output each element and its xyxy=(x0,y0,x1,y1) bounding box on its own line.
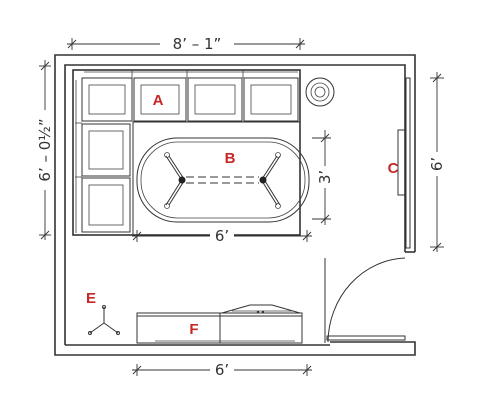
label-cabinet: F xyxy=(189,321,198,338)
table-base-right xyxy=(259,152,281,209)
dimension-table-length: 6’ xyxy=(132,227,312,245)
sectional-sofa xyxy=(72,69,301,236)
label-screen: C xyxy=(388,160,399,177)
dimension-left-label: 6’ – 0½” xyxy=(36,118,54,181)
media-cabinet xyxy=(136,304,303,344)
dimension-bottom: 6’ xyxy=(132,361,312,379)
dimension-bottom-label: 6’ xyxy=(215,361,229,379)
dimension-right-label: 6’ xyxy=(428,157,446,171)
dimension-table-width: 3’ xyxy=(312,130,334,225)
dimension-right: 6’ xyxy=(428,72,446,252)
table-base-left xyxy=(164,152,186,209)
dimension-top-label: 8’ – 1” xyxy=(173,35,222,53)
label-lamp: E xyxy=(86,290,96,307)
wall-screen xyxy=(397,77,411,249)
dimension-table-length-label: 6’ xyxy=(215,227,229,245)
door xyxy=(324,257,406,343)
round-side-table xyxy=(305,77,335,107)
label-sofa: A xyxy=(153,92,164,109)
dimension-left: 6’ – 0½” xyxy=(36,60,54,240)
sofa-left-cushions xyxy=(75,80,131,233)
dimension-top: 8’ – 1” xyxy=(67,34,305,53)
label-table: B xyxy=(225,150,236,167)
dimension-table-width-label: 3’ xyxy=(316,170,334,184)
sofa-top-cushions xyxy=(81,70,299,122)
coffee-table xyxy=(136,137,310,223)
floor-lamp xyxy=(88,305,120,335)
